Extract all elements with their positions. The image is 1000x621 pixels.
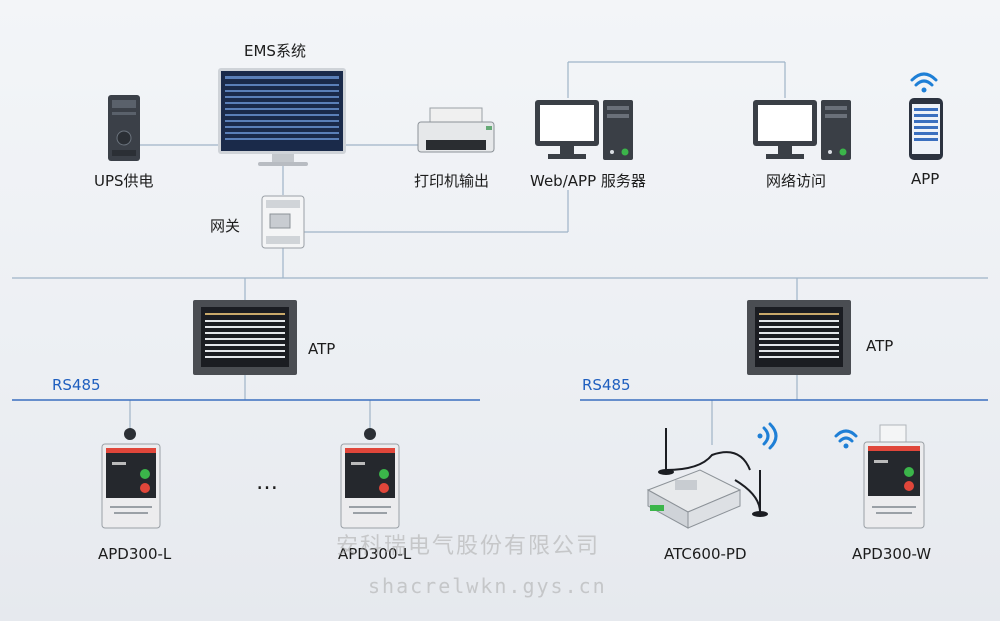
device-label-3: ATC600-PD: [664, 545, 747, 563]
device-label-2: APD300-L: [338, 545, 412, 563]
device-label-1: APD300-L: [98, 545, 172, 563]
gateway-label: 网关: [210, 217, 241, 235]
printer-label: 打印机输出: [414, 172, 490, 190]
ups-label: UPS供电: [94, 172, 154, 190]
app-label: APP: [911, 170, 940, 188]
network-access-label: 网络访问: [766, 172, 827, 190]
atp-left-label: ATP: [308, 340, 336, 358]
rs485-left-label: RS485: [52, 376, 101, 394]
server-label: Web/APP 服务器: [530, 172, 646, 190]
rs485-right-label: RS485: [582, 376, 631, 394]
ems-label: EMS系统: [244, 42, 306, 60]
watermark-site: shacrelwkn.gys.cn: [368, 574, 607, 598]
device-label-4: APD300-W: [852, 545, 932, 563]
atp-right-label: ATP: [866, 337, 894, 355]
ellipsis: …: [256, 470, 278, 495]
watermark-company: 安科瑞电气股份有限公司: [336, 534, 601, 559]
